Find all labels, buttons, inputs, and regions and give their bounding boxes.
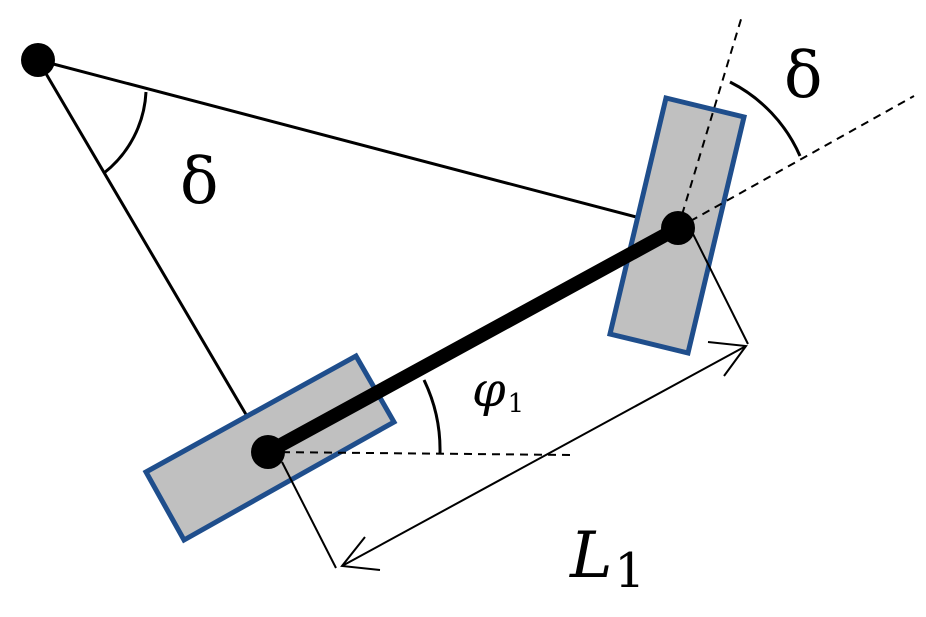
- delta-arc-left: [103, 91, 148, 175]
- delta-label-right: δ: [784, 39, 823, 113]
- dashed-body-extension: [677, 95, 915, 229]
- dimension-line-L1: [341, 345, 747, 567]
- line-pivot-to-rear-axle: [36, 59, 270, 453]
- front-axle-point: [661, 211, 695, 245]
- delta-arc-right: [729, 80, 802, 157]
- phi-subscript: 1: [507, 389, 525, 419]
- dimension-extension-front: [691, 231, 749, 345]
- line-pivot-to-front-axle: [37, 58, 679, 230]
- phi-arc: [422, 379, 442, 454]
- dashed-wheel-heading: [677, 15, 743, 229]
- length-label: L1: [570, 524, 645, 595]
- dimension-arrowhead-rear: [340, 536, 381, 571]
- length-subscript: 1: [614, 543, 646, 599]
- length-symbol: L: [570, 519, 613, 593]
- rear-axle-point: [251, 435, 285, 469]
- pivot-point: [21, 43, 55, 77]
- delta-label-left: δ: [180, 145, 219, 219]
- dimension-arrowhead-front: [707, 341, 748, 377]
- dashed-horizontal-reference: [267, 451, 573, 456]
- wheelbase-link: [261, 221, 685, 459]
- phi-symbol: φ: [472, 362, 506, 418]
- dimension-extension-rear: [281, 461, 337, 569]
- phi-label: φ1: [472, 366, 524, 417]
